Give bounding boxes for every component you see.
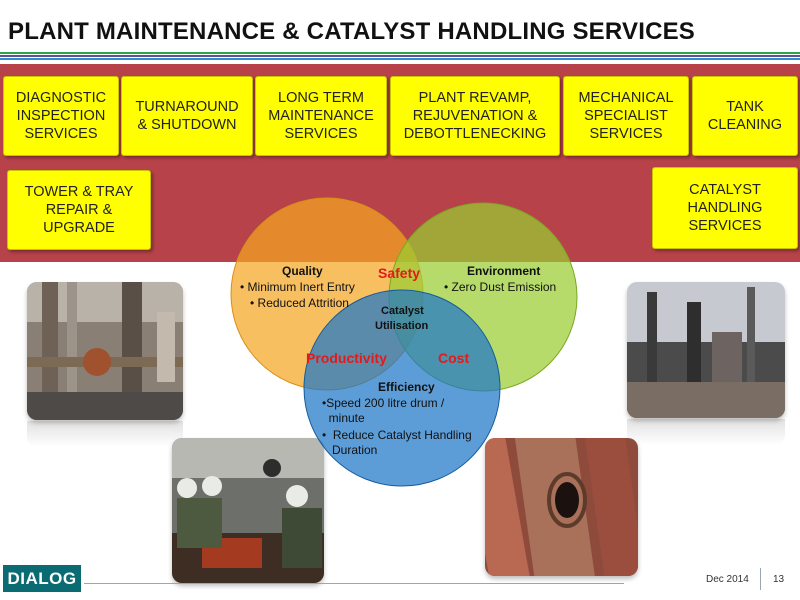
cost-label: Cost <box>438 350 470 366</box>
page-title: PLANT MAINTENANCE & CATALYST HANDLING SE… <box>8 18 696 45</box>
environment-heading: Environment <box>467 264 541 278</box>
footer-rule <box>84 583 624 584</box>
safety-label: Safety <box>378 265 421 281</box>
efficiency-heading: Efficiency <box>378 380 435 394</box>
productivity-label: Productivity <box>306 350 387 366</box>
efficiency-item-1: •Speed 200 litre drum / <box>322 396 445 410</box>
title-rule-green <box>0 52 800 54</box>
center-label-line-2: Utilisation <box>375 320 429 332</box>
corroded-pipe-photo <box>485 438 638 576</box>
service-turnaround-shutdown: TURNAROUND & SHUTDOWN <box>121 76 253 156</box>
pipework-photo-reflection <box>27 421 183 447</box>
page-number: 13 <box>773 574 785 585</box>
footer-separator <box>760 568 761 590</box>
dialog-logo: DIALOG <box>3 565 81 592</box>
efficiency-item-4: Duration <box>322 443 378 457</box>
quality-item-1: • Minimum Inert Entry <box>240 280 355 294</box>
workers-photo <box>172 438 324 583</box>
efficiency-circle <box>303 289 501 487</box>
service-mechanical-specialist: MECHANICAL SPECIALIST SERVICES <box>563 76 689 156</box>
footer-date: Dec 2014 <box>706 574 749 585</box>
service-tank-cleaning: TANK CLEANING <box>692 76 798 156</box>
service-plant-revamp: PLANT REVAMP, REJUVENATION & DEBOTTLENEC… <box>390 76 560 156</box>
environment-item-1: • Zero Dust Emission <box>444 280 557 294</box>
service-long-term-maintenance: LONG TERM MAINTENANCE SERVICES <box>255 76 387 156</box>
title-rule-purple <box>0 55 800 57</box>
service-tower-tray: TOWER & TRAY REPAIR & UPGRADE <box>7 170 151 250</box>
quality-item-2: • Reduced Attrition <box>250 296 349 310</box>
refinery-photo <box>627 282 785 418</box>
refinery-photo-reflection <box>627 419 785 445</box>
quality-heading: Quality <box>282 264 323 278</box>
efficiency-item-2: minute <box>322 411 365 425</box>
service-catalyst-handling: CATALYST HANDLING SERVICES <box>652 167 798 249</box>
efficiency-item-3: • Reduce Catalyst Handling <box>322 428 472 442</box>
pipework-photo <box>27 282 183 420</box>
title-rule-blue <box>0 58 800 60</box>
center-label-line-1: Catalyst <box>381 305 424 317</box>
service-diagnostic-inspection: DIAGNOSTIC INSPECTION SERVICES <box>3 76 119 156</box>
